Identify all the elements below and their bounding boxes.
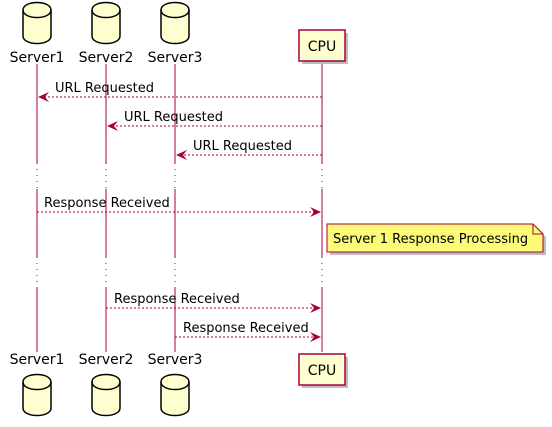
database-icon [22, 373, 52, 417]
participant-server2-top[interactable]: Server2 [79, 1, 134, 67]
participant-box [298, 353, 346, 386]
arrowhead-right-icon [310, 332, 321, 342]
message-url-requested-server1[interactable]: URL Requested [38, 81, 322, 102]
message-url-requested-server2[interactable]: URL Requested [107, 110, 322, 131]
message-response-received-server1[interactable]: Response Received [37, 196, 321, 217]
participant-heads-bottom: Server1 Server2 Server3 CPU [10, 352, 348, 417]
database-rim [91, 381, 121, 391]
note-fold [532, 224, 543, 235]
participant-name: Server2 [79, 352, 134, 368]
message-label: URL Requested [124, 110, 223, 125]
participant-name: Server3 [148, 352, 203, 368]
database-rim [22, 381, 52, 391]
arrowhead-right-icon [310, 303, 321, 313]
participant-server1-top[interactable]: Server1 [10, 1, 65, 67]
note-box [326, 223, 544, 253]
database-icon [91, 373, 121, 417]
arrowhead-right-icon [310, 207, 321, 217]
database-icon [22, 1, 52, 45]
participant-name: Server1 [10, 352, 65, 368]
arrowhead-left-icon [176, 150, 187, 160]
message-label: URL Requested [193, 139, 292, 154]
participant-name: Server3 [148, 50, 203, 66]
message-response-received-server3[interactable]: Response Received [175, 321, 321, 342]
participant-server3-bottom[interactable]: Server3 [148, 352, 203, 417]
message-response-received-server2[interactable]: Response Received [106, 292, 321, 313]
database-rim [22, 9, 52, 19]
database-icon [160, 1, 190, 45]
database-icon [160, 373, 190, 417]
participant-name: CPU [308, 39, 336, 55]
note-server1-response-processing[interactable]: Server 1 Response Processing [326, 223, 546, 255]
participant-name: Server2 [79, 50, 134, 66]
participant-cpu-top[interactable]: CPU [298, 29, 348, 64]
arrowhead-left-icon [107, 121, 118, 131]
database-icon [91, 1, 121, 45]
message-url-requested-server3[interactable]: URL Requested [176, 139, 322, 160]
database-rim [160, 381, 190, 391]
database-rim [160, 9, 190, 19]
message-label: Response Received [44, 196, 170, 211]
message-label: URL Requested [55, 81, 154, 96]
participant-name: Server1 [10, 50, 65, 66]
message-label: Response Received [183, 321, 309, 336]
participant-cpu-bottom[interactable]: CPU [298, 353, 348, 388]
participant-server1-bottom[interactable]: Server1 [10, 352, 65, 417]
participant-server3-top[interactable]: Server3 [148, 1, 203, 67]
database-rim [91, 9, 121, 19]
messages: URL Requested URL Requested URL Requeste… [37, 81, 322, 342]
participant-heads-top: Server1 Server2 Server3 CPU [10, 1, 348, 67]
participant-name: CPU [308, 363, 336, 379]
note-text: Server 1 Response Processing [333, 232, 528, 247]
participant-box [298, 29, 346, 62]
arrowhead-left-icon [38, 92, 49, 102]
participant-server2-bottom[interactable]: Server2 [79, 352, 134, 417]
message-label: Response Received [114, 292, 240, 307]
lifelines [36, 64, 323, 352]
